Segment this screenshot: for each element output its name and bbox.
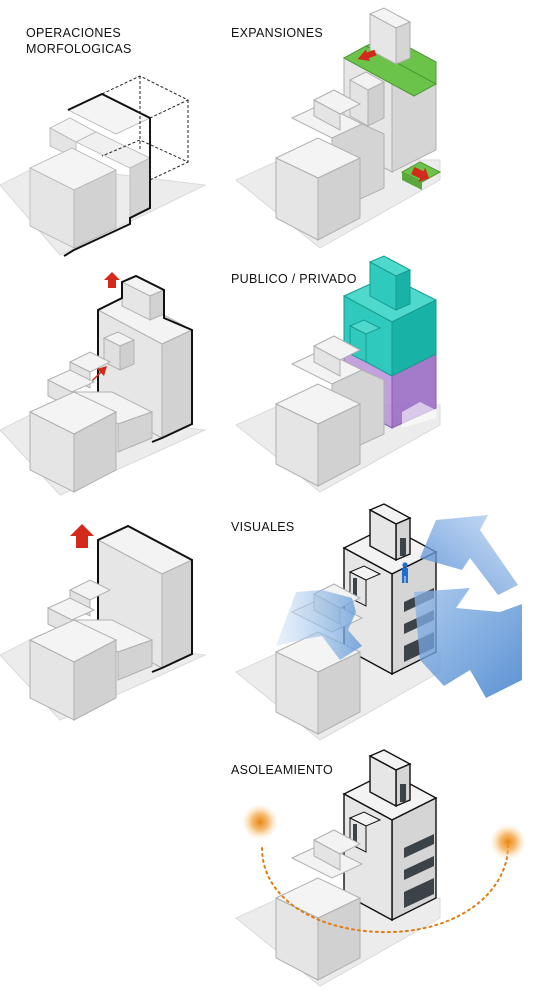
dashed-volume [101,75,190,181]
window-dark [353,824,357,842]
panel-publico-privado [235,255,441,493]
window-dark [404,878,434,908]
view-arrow-icon [420,515,518,595]
operaciones-title: OPERACIONES MORFOLOGICAS [26,25,132,57]
operaciones-title-line1: OPERACIONES [26,26,121,40]
up-arrow-icon [104,272,120,288]
window-dark [400,784,406,802]
operaciones-title-line2: MORFOLOGICAS [26,42,132,56]
panel-visuales [235,503,522,741]
panel-asoleamiento [235,749,526,987]
publico-privado-title: PUBLICO / PRIVADO [231,272,357,286]
visuales-title: VISUALES [231,520,295,534]
view-arrow-icon [414,588,522,698]
panel-operaciones-step2 [0,272,207,496]
window-dark [353,578,357,596]
window-dark [404,856,434,880]
sun-icon [242,804,278,840]
expansiones-title: EXPANSIONES [231,26,323,40]
panel-operaciones [0,75,207,257]
view-arrow-icon [276,590,362,660]
panel-operaciones-step3 [0,524,207,721]
expansion-arrow-icon [411,166,430,183]
person-icon [402,562,408,583]
down-left-arrow-icon [92,366,107,381]
up-arrow-icon [70,524,94,548]
sun-icon [490,824,526,860]
sun-path [261,845,509,934]
expansion-arrow-icon [357,49,377,61]
panel-expansiones [235,7,442,249]
asoleamiento-title: ASOLEAMIENTO [231,763,334,777]
morph-outline [63,92,151,257]
window-dark [400,538,406,556]
window-dark [404,834,434,858]
